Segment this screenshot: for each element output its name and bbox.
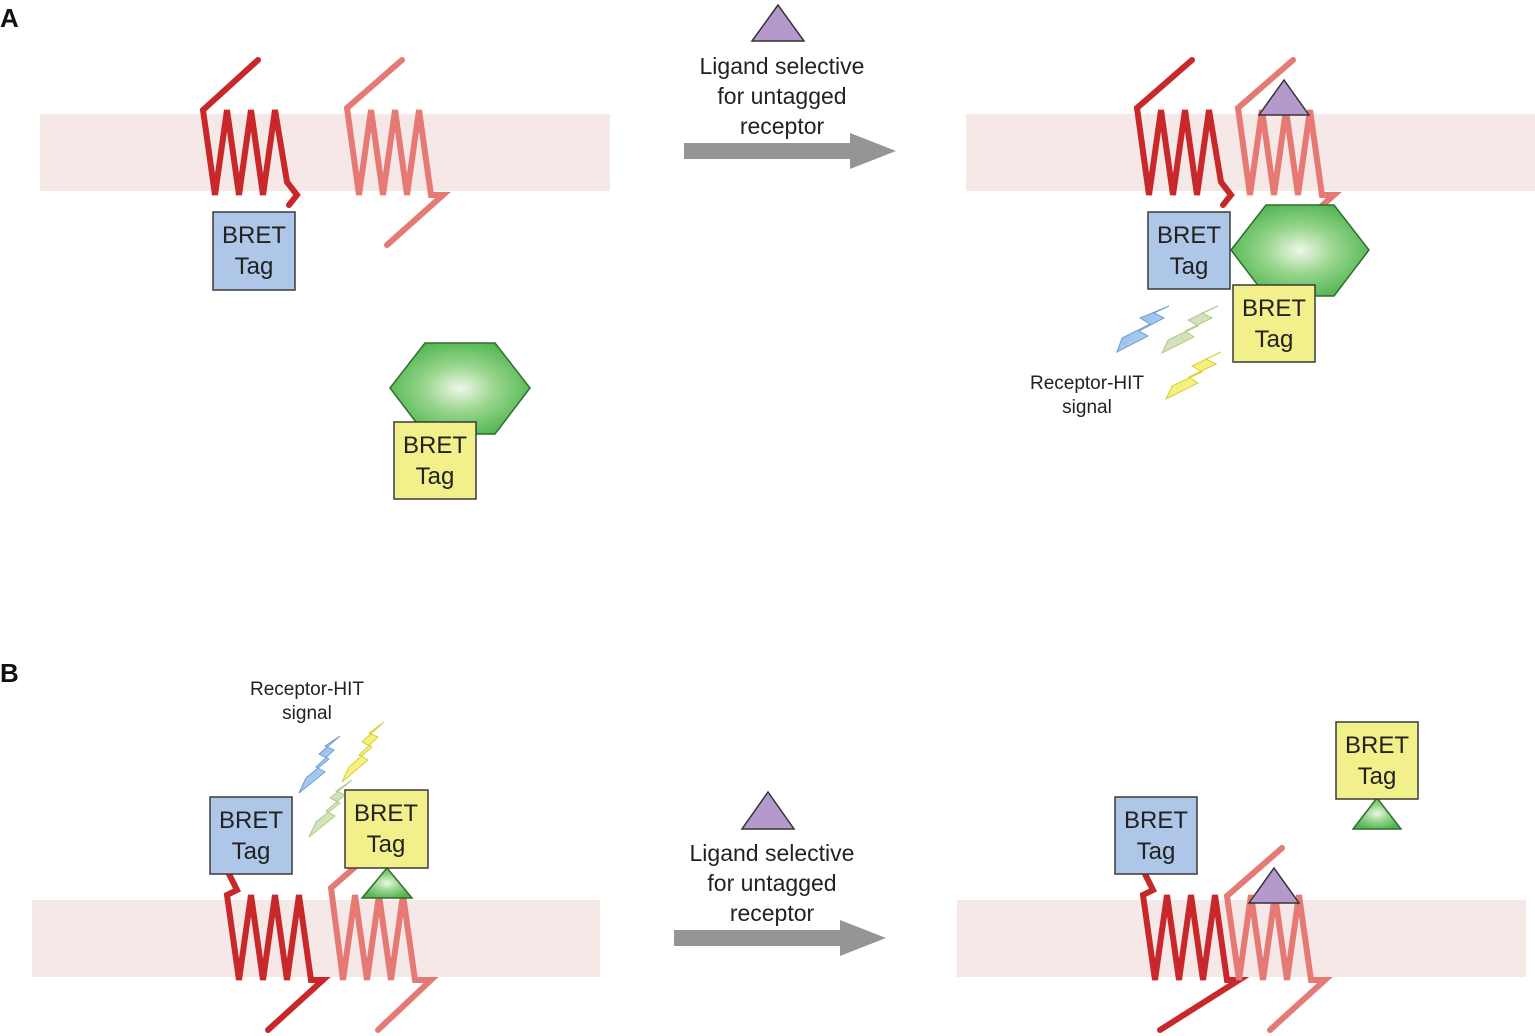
arrow-caption-a-line2: for untagged: [717, 83, 846, 109]
lightning-bolt-icon: [1116, 305, 1170, 354]
bret-tag-yellow-b-left: BRET Tag: [344, 789, 429, 869]
signal-label-b-line2: signal: [282, 703, 332, 724]
partner-protein-b-right: BRET Tag: [1335, 721, 1419, 830]
bret-tag-label-line1: BRET: [1345, 732, 1409, 759]
lightning-bolt-icon: [1164, 351, 1222, 401]
panel-a-letter: A: [0, 3, 19, 33]
bret-tag-yellow-a-right: BRET Tag: [1232, 284, 1316, 363]
bret-tag-blue-a-right: BRET Tag: [1147, 211, 1231, 290]
bret-tag-label-line1: BRET: [219, 807, 283, 834]
green-triangle-icon: [360, 866, 414, 899]
bret-tag-label-line2: Tag: [1358, 763, 1397, 790]
green-triangle-icon: [1351, 796, 1403, 830]
arrow-caption-b-line1: Ligand selective: [690, 840, 855, 866]
signal-label-a-line2: signal: [1062, 397, 1112, 418]
partner-protein-a-left: BRET Tag: [389, 342, 531, 500]
membrane-b-left: [32, 900, 600, 977]
bret-tag-label-line2: Tag: [416, 463, 455, 490]
bret-tag-blue-b-left: BRET Tag: [209, 796, 293, 875]
transition-arrow-b: [674, 920, 886, 956]
lightning-bolt-icon: [341, 721, 385, 783]
bret-tag-label-line2: Tag: [235, 253, 274, 280]
transition-arrow-a: [684, 133, 896, 169]
lightning-bolt-icon: [1160, 305, 1219, 355]
bret-tag-label-line1: BRET: [354, 800, 418, 827]
bret-tag-yellow-b-right: BRET Tag: [1335, 721, 1419, 800]
panel-a: BRET Tag BRET Tag Ligand selective for u…: [40, 3, 1535, 500]
ligand-triangle-icon-bound-b: [1247, 866, 1301, 904]
bret-tag-label-line1: BRET: [1242, 295, 1306, 322]
bret-tag-label-line2: Tag: [367, 831, 406, 858]
bret-tag-label-line1: BRET: [1157, 222, 1221, 249]
bret-tag-label-line2: Tag: [232, 838, 271, 865]
tagged-receptor-a-right: [1133, 57, 1235, 208]
bret-tag-label-line2: Tag: [1137, 838, 1176, 865]
green-hexagon-icon: [1230, 204, 1370, 297]
panel-b-letter: B: [0, 658, 19, 688]
tagged-receptor-b-left: [223, 871, 331, 1033]
bret-tag-label-line1: BRET: [1124, 807, 1188, 834]
signal-label-b-line1: Receptor-HIT: [250, 679, 364, 700]
arrow-caption-a-line1: Ligand selective: [700, 53, 865, 79]
untagged-receptor-a-left: [343, 57, 451, 248]
bret-tag-label-line2: Tag: [1255, 326, 1294, 353]
ligand-triangle-icon-a: [750, 3, 806, 42]
ligand-triangle-icon-bound-a: [1257, 78, 1311, 116]
tagged-receptor-b-right: [1139, 871, 1250, 1033]
membrane-a-left: [40, 114, 610, 191]
arrow-caption-b-line3: receptor: [730, 900, 815, 926]
signal-label-a-line1: Receptor-HIT: [1030, 373, 1144, 394]
arrow-caption-a-line3: receptor: [740, 113, 825, 139]
arrow-caption-b-line2: for untagged: [707, 870, 836, 896]
bret-tag-label-line2: Tag: [1170, 253, 1209, 280]
panel-b: Receptor-HIT signal BRET Tag BRET Tag Li…: [32, 679, 1526, 1033]
bret-tag-blue-a-left: BRET Tag: [212, 211, 296, 291]
tagged-receptor-a-left: [199, 57, 301, 208]
bret-tag-label-line1: BRET: [403, 432, 467, 459]
bret-tag-yellow-a-left: BRET Tag: [393, 421, 477, 500]
ligand-triangle-icon-b: [740, 790, 796, 830]
bret-tag-blue-b-right: BRET Tag: [1114, 796, 1198, 875]
lightning-bolt-icon: [308, 779, 353, 838]
lightning-bolt-icon: [298, 735, 341, 794]
green-hexagon-icon: [389, 342, 531, 435]
bret-tag-label-line1: BRET: [222, 222, 286, 249]
